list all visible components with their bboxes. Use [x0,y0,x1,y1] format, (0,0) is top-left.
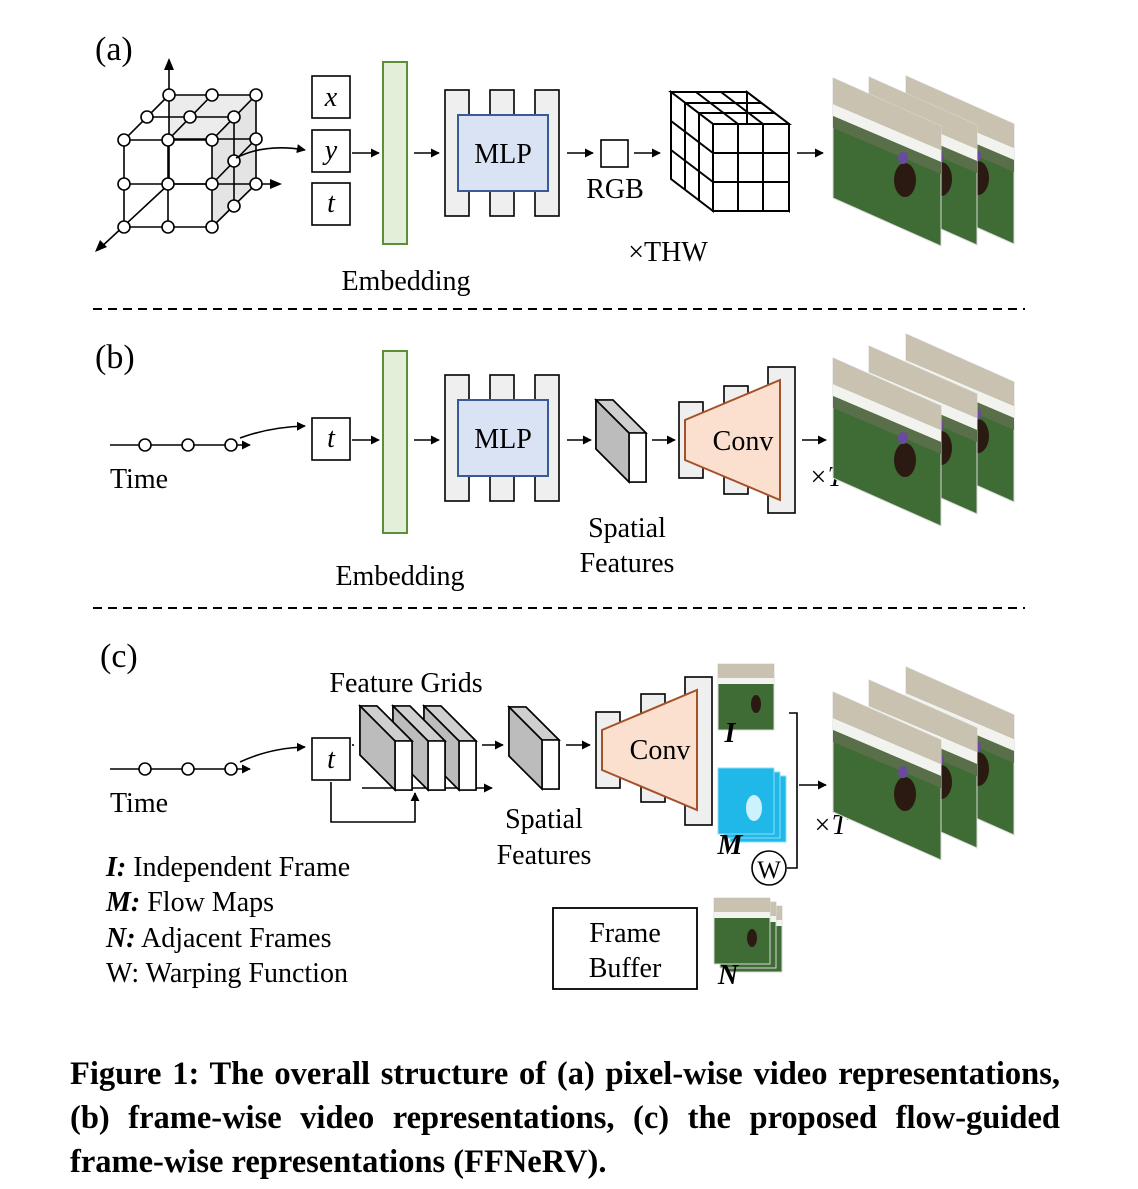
panel-c: (c) Time t Feature Grids [100,638,1015,991]
cube-sample-points [117,88,263,234]
legend-item: N: Adjacent Frames [105,923,332,954]
mlp-label-a: MLP [474,139,532,170]
input-y-label: y [322,135,338,166]
embedding-block-a [382,61,408,245]
conv-block-b [678,366,796,514]
pixel-volume-cube [668,89,792,214]
time-to-t-arrow-c [239,742,306,763]
panel-b: (b) Time t Embedding MLP Spatial [95,333,1015,592]
spatial-features-block-b [594,398,648,484]
rgb-label: RGB [586,174,644,205]
flow-maps-label: M [717,830,744,861]
input-box-y [311,129,351,173]
independent-frame-label: I [724,718,737,749]
panel-a: (a) [95,31,1015,297]
adjacent-frames-label: N [717,960,740,991]
input-t-label: t [327,188,336,219]
spatial-label-2-b: Features [580,548,675,579]
embedding-label-b: Embedding [335,561,464,592]
time-axis-c [110,762,251,776]
output-frames-b [832,333,1015,527]
spatial-label-2-c: Features [497,840,592,871]
ffnerv-diagram: (a) [93,31,1025,991]
spatial-label-1-b: Spatial [588,513,666,544]
time-to-t-arrow-b [239,421,306,439]
rgb-pixel-box [600,139,629,168]
input-box-t [311,182,351,226]
input-t-label-c: t [327,744,336,775]
t-to-grids-feedback-arrow [330,782,420,823]
legend-item: M: Flow Maps [105,887,274,918]
time-label-b: Time [110,464,168,495]
output-frames-c [832,666,1015,861]
mlp-label-b: MLP [474,424,532,455]
embedding-label-a: Embedding [341,266,470,297]
repeat-label-a: ×THW [628,237,708,268]
panel-c-tag: (c) [100,638,138,675]
time-axis-b [110,438,251,452]
feature-grids-block [358,704,478,792]
cube-to-input-arrow [235,144,306,159]
frame-buffer-label-2: Buffer [589,953,662,984]
warping-function-label: W [757,857,781,884]
time-label-c: Time [110,788,168,819]
input-box-t-c [311,737,351,781]
spatial-features-block-c [507,705,561,791]
merge-bracket [787,712,798,869]
conv-block-c [595,676,713,826]
conv-label-b: Conv [713,426,774,457]
input-box-x [311,75,351,119]
spatial-label-1-c: Spatial [505,804,583,835]
output-frames-a [832,75,1015,247]
cube-axes-arrowheads [95,58,282,252]
panel-b-tag: (b) [95,339,135,376]
mlp-block-b [444,374,560,502]
input-box-t-b [311,417,351,461]
frame-buffer-box [552,907,698,990]
feature-grids-label: Feature Grids [329,668,482,699]
frame-buffer-label-1: Frame [589,918,661,949]
figure-caption: Figure 1: The overall structure of (a) p… [70,1056,1060,1180]
legend-item: W: Warping Function [106,958,348,989]
conv-label-c: Conv [630,735,691,766]
input-t-label-b: t [327,423,336,454]
panel-a-tag: (a) [95,31,133,68]
legend: I: Independent Frame M: Flow Maps N: Adj… [105,852,350,989]
input-x-label: x [324,82,338,113]
coordinate-inputs: x y t [311,75,351,226]
embedding-block-b [382,350,408,534]
warping-function-node [751,850,787,886]
legend-item: I: Independent Frame [105,852,350,883]
mlp-block-a [444,89,560,217]
